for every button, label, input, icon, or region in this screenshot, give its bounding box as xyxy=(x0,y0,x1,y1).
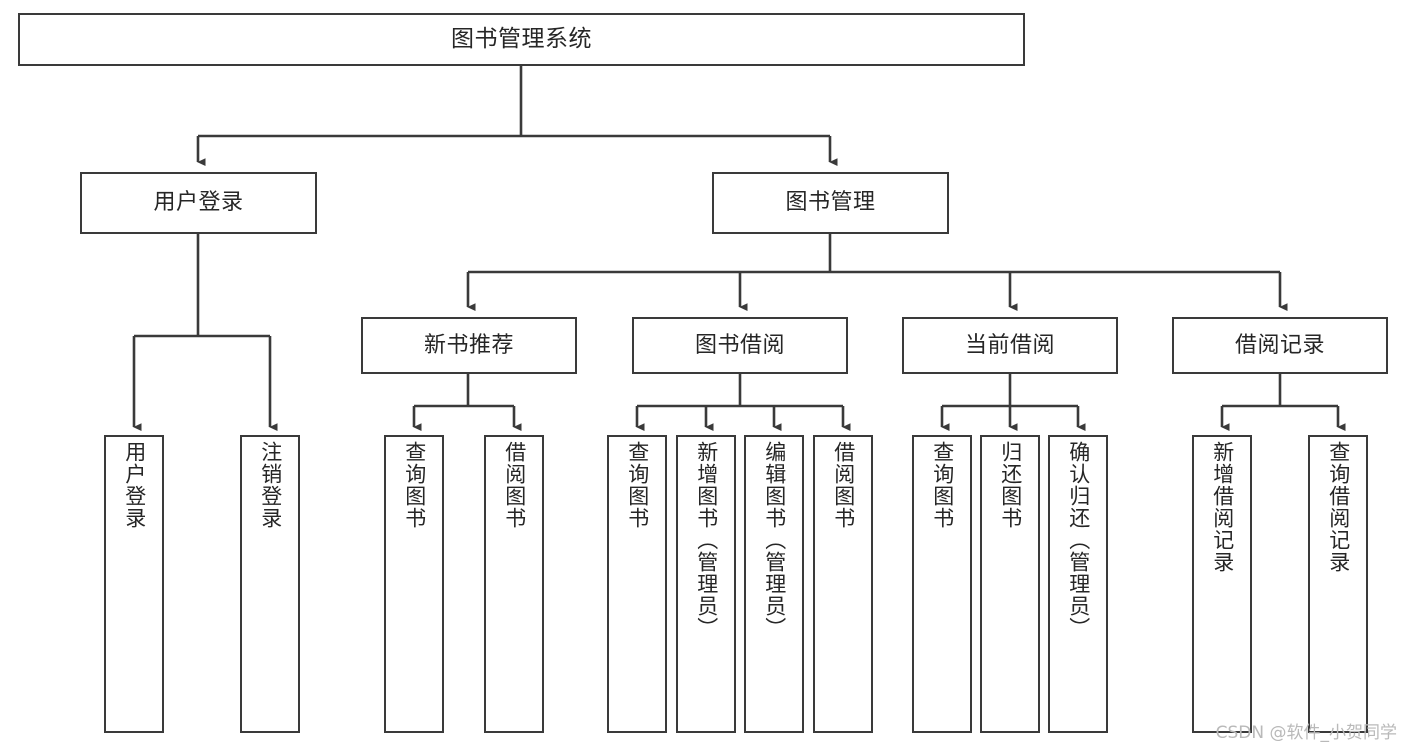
edges-borrowrecord-to-leaves xyxy=(1220,374,1346,432)
edges-newbook-to-leaves xyxy=(412,374,522,432)
edges-userlogin-to-leaves xyxy=(132,234,278,432)
leaf-add-book-admin[interactable]: 新增图书（管理员） xyxy=(676,435,736,733)
leaf-borrow-book-newbook[interactable]: 借阅图书 xyxy=(484,435,544,733)
node-label: 借阅图书 xyxy=(831,441,856,529)
node-new-book-recommend[interactable]: 新书推荐 xyxy=(361,317,577,374)
node-label: 新书推荐 xyxy=(423,332,514,358)
leaf-return-book[interactable]: 归还图书 xyxy=(980,435,1040,733)
leaf-user-login[interactable]: 用户登录 xyxy=(104,435,164,733)
node-label: 图书借阅 xyxy=(694,332,785,358)
node-user-login[interactable]: 用户登录 xyxy=(80,172,317,234)
node-label: 用户登录 xyxy=(122,441,147,529)
node-label: 图书管理 xyxy=(785,190,876,216)
node-label: 用户登录 xyxy=(153,190,244,216)
leaf-query-book-current[interactable]: 查询图书 xyxy=(912,435,972,733)
node-label: 确认归还（管理员） xyxy=(1066,441,1091,639)
leaf-confirm-return-admin[interactable]: 确认归还（管理员） xyxy=(1048,435,1108,733)
edges-root-to-level2 xyxy=(196,66,838,167)
edges-currentborrow-to-leaves xyxy=(940,374,1086,432)
leaf-query-book-borrow[interactable]: 查询图书 xyxy=(607,435,667,733)
leaf-logout-login[interactable]: 注销登录 xyxy=(240,435,300,733)
node-current-borrow[interactable]: 当前借阅 xyxy=(902,317,1118,374)
edges-bookborrow-to-leaves xyxy=(635,374,851,432)
node-book-management[interactable]: 图书管理 xyxy=(712,172,949,234)
node-label: 查询借阅记录 xyxy=(1326,441,1351,573)
leaf-query-book-newbook[interactable]: 查询图书 xyxy=(384,435,444,733)
node-label: 借阅图书 xyxy=(502,441,527,529)
leaf-query-borrow-record[interactable]: 查询借阅记录 xyxy=(1308,435,1368,733)
node-label: 查询图书 xyxy=(930,441,955,529)
node-label: 当前借阅 xyxy=(964,332,1055,358)
node-root-book-management-system[interactable]: 图书管理系统 xyxy=(18,13,1025,66)
leaf-edit-book-admin[interactable]: 编辑图书（管理员） xyxy=(744,435,804,733)
edges-bookmgmt-to-level3 xyxy=(466,234,1288,312)
node-label: 归还图书 xyxy=(998,441,1023,529)
leaf-borrow-book-borrow[interactable]: 借阅图书 xyxy=(813,435,873,733)
node-label: 查询图书 xyxy=(625,441,650,529)
node-borrow-record[interactable]: 借阅记录 xyxy=(1172,317,1388,374)
node-label: 查询图书 xyxy=(402,441,427,529)
leaf-add-borrow-record[interactable]: 新增借阅记录 xyxy=(1192,435,1252,733)
node-label: 新增借阅记录 xyxy=(1210,441,1235,573)
node-book-borrow[interactable]: 图书借阅 xyxy=(632,317,848,374)
node-label: 注销登录 xyxy=(258,441,283,529)
node-label: 编辑图书（管理员） xyxy=(762,441,787,639)
node-label: 图书管理系统 xyxy=(451,25,592,52)
node-label: 借阅记录 xyxy=(1234,332,1325,358)
node-label: 新增图书（管理员） xyxy=(694,441,719,639)
